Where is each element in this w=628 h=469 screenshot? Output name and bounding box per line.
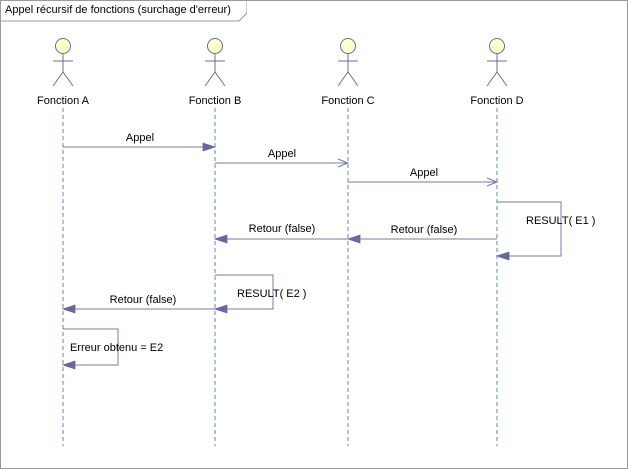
message-8-arrowhead xyxy=(61,304,76,314)
message-7-arrowhead xyxy=(213,304,228,314)
message-6-arrowhead xyxy=(213,234,228,244)
message-2-label: Appel xyxy=(268,148,296,160)
message-4-line xyxy=(497,201,562,257)
message-3-label: Appel xyxy=(410,167,438,179)
actor-b-left-leg xyxy=(204,71,216,87)
message-9-label: Erreur obtenu = E2 xyxy=(70,342,163,354)
message-2-arrowhead xyxy=(337,158,350,168)
message-4-arrowhead xyxy=(495,251,510,261)
message-5-label: Retour (false) xyxy=(391,224,458,236)
message-5-arrowhead xyxy=(346,234,361,244)
message-8-label: Retour (false) xyxy=(110,294,177,306)
message-7-line xyxy=(215,274,274,310)
actor-c-right-leg xyxy=(347,71,359,87)
title-tab xyxy=(1,1,247,22)
actor-b-right-leg xyxy=(214,71,226,87)
actor-d-label: Fonction D xyxy=(470,95,523,107)
actor-d-head xyxy=(489,38,505,54)
actor-c-left-leg xyxy=(337,71,349,87)
diagram-title: Appel récursif de fonctions (surchage d'… xyxy=(5,4,231,16)
actor-a-head xyxy=(55,38,71,54)
actor-b-head xyxy=(207,38,223,54)
message-3-arrowhead xyxy=(486,177,499,187)
message-1-label: Appel xyxy=(126,132,154,144)
actor-a-label: Fonction A xyxy=(37,95,90,107)
title-tab-area: Appel récursif de fonctions (surchage d'… xyxy=(1,1,245,21)
actor-d-right-leg xyxy=(496,71,508,87)
message-1-arrowhead xyxy=(202,142,217,152)
actor-b-label: Fonction B xyxy=(189,95,242,107)
actor-c-label: Fonction C xyxy=(321,95,374,107)
actor-a-left-leg xyxy=(52,71,64,87)
message-9-line xyxy=(63,328,119,366)
message-9-arrowhead xyxy=(61,360,76,370)
message-4-label: RESULT( E1 ) xyxy=(526,215,595,227)
message-7-label: RESULT( E2 ) xyxy=(237,288,306,300)
actor-c-head xyxy=(340,38,356,54)
actor-d-left-leg xyxy=(486,71,498,87)
message-6-label: Retour (false) xyxy=(249,223,316,235)
actor-a-right-leg xyxy=(62,71,74,87)
